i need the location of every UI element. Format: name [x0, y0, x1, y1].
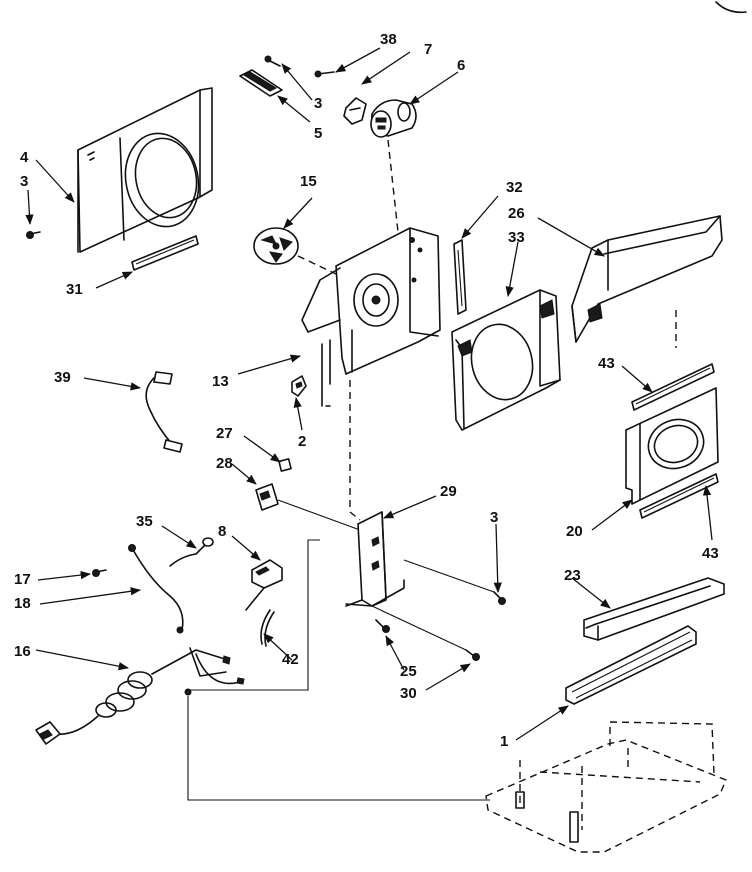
callout-16: 16	[14, 643, 31, 660]
callout-17: 17	[14, 571, 31, 588]
part-strip-43-top	[631, 363, 715, 411]
part-connector-28	[255, 483, 279, 511]
corner-mark	[715, 1, 747, 14]
callout-33: 33	[508, 229, 525, 246]
callout-35: 35	[136, 513, 153, 530]
screw-17	[92, 569, 107, 577]
part-fan-15	[253, 227, 299, 265]
part-panel-4	[77, 87, 213, 253]
callout-32: 32	[506, 179, 523, 196]
callout-31: 31	[66, 281, 83, 298]
screw-3-right	[493, 591, 506, 605]
callout-1: 1	[500, 733, 508, 750]
callout-28: 28	[216, 455, 233, 472]
fan-axis-line	[297, 255, 337, 275]
screw-30-lead	[371, 605, 467, 651]
part-27	[278, 458, 292, 472]
bracket-dash-vertical	[349, 380, 361, 521]
screw-3-left	[26, 231, 41, 239]
leader-lines	[25, 47, 713, 741]
callout-29: 29	[440, 483, 457, 500]
part-sensor-35	[169, 537, 214, 567]
callout-3: 3	[490, 509, 498, 526]
callout-20: 20	[566, 523, 583, 540]
part-clip-7	[343, 97, 367, 125]
part-duct-26	[571, 215, 723, 343]
motor-shaft-line	[387, 139, 399, 233]
callout-18: 18	[14, 595, 31, 612]
callout-labels: 38 7 6 3 5 4 3 15 32 26 33 31 13 39 2 43…	[14, 31, 719, 750]
screw-3-top	[264, 55, 281, 67]
part-shroud-13	[301, 227, 441, 407]
part-ground-wire-18	[128, 544, 184, 634]
callout-43: 43	[702, 545, 719, 562]
part-bracket-5	[239, 69, 283, 97]
callout-3: 3	[20, 173, 28, 190]
screw-3-right-lead	[403, 559, 495, 593]
callout-39: 39	[54, 369, 71, 386]
connector-lead	[277, 499, 361, 531]
callout-13: 13	[212, 373, 229, 390]
callout-27: 27	[216, 425, 233, 442]
callout-38: 38	[380, 31, 397, 48]
screw-25	[375, 619, 390, 633]
part-strip-32	[453, 239, 467, 315]
callout-30: 30	[400, 685, 417, 702]
part-switch-8	[245, 559, 283, 611]
cord-routing-line	[187, 696, 490, 801]
screw-38	[314, 70, 335, 78]
part-tray-23	[583, 577, 725, 641]
callout-42: 42	[282, 651, 299, 668]
part-housing-33	[451, 289, 561, 431]
callout-25: 25	[400, 663, 417, 680]
screw-30	[465, 649, 480, 661]
callout-7: 7	[424, 41, 432, 58]
callout-2: 2	[298, 433, 306, 450]
part-bracket-29	[345, 511, 405, 607]
part-power-cord-16	[35, 647, 245, 745]
callout-26: 26	[508, 205, 525, 222]
harness-routing-line	[188, 539, 320, 691]
callout-15: 15	[300, 173, 317, 190]
callout-8: 8	[218, 523, 226, 540]
part-strip-43-bottom	[639, 473, 719, 519]
part-harness-39	[145, 371, 183, 453]
callout-6: 6	[457, 57, 465, 74]
part-clip-2	[291, 375, 307, 397]
callout-43: 43	[598, 355, 615, 372]
callout-5: 5	[314, 125, 322, 142]
callout-4: 4	[20, 149, 29, 166]
part-motor-6	[370, 99, 417, 138]
part-foam-1	[565, 625, 697, 705]
callout-23: 23	[564, 567, 581, 584]
part-strip-31	[131, 235, 199, 271]
callout-3: 3	[314, 95, 322, 112]
part-base	[485, 721, 727, 853]
